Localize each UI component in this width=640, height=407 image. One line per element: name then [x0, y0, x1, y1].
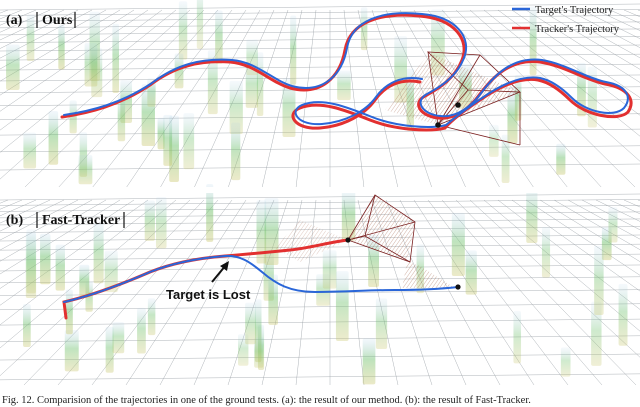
panel-b-label: (b) [6, 213, 23, 228]
tracker-fov-b [275, 194, 455, 288]
tracker-trajectory-a [60, 13, 633, 132]
obstacles-b [23, 184, 628, 385]
lost-arrow [211, 261, 229, 283]
target-position-b [455, 284, 461, 290]
legend-tracker-label: Tracker's Trajectory [535, 24, 620, 35]
tracker-position-b [345, 237, 351, 243]
tracker-fov-a [385, 51, 522, 146]
panel-b-method: Fast-Tracker [42, 213, 120, 228]
legend-target-label: Target's Trajectory [535, 5, 614, 16]
figure-caption: Fig. 12. Comparision of the trajectories… [2, 395, 531, 406]
target-position-a [455, 102, 461, 108]
target-lost-annotation: Target is Lost [166, 287, 251, 302]
target-trajectory-b [63, 254, 459, 303]
panel-b: Target is Lost (b) Fast-Tracker [0, 184, 640, 386]
panel-a-label: (a) [6, 13, 23, 28]
panel-a: (a) Ours Target's Trajectory Tracker's T… [0, 0, 640, 189]
panel-a-method: Ours [42, 13, 73, 28]
tracker-position-a [435, 122, 441, 128]
legend: Target's Trajectory Tracker's Trajectory [512, 5, 620, 35]
target-trajectory-a [63, 12, 629, 128]
